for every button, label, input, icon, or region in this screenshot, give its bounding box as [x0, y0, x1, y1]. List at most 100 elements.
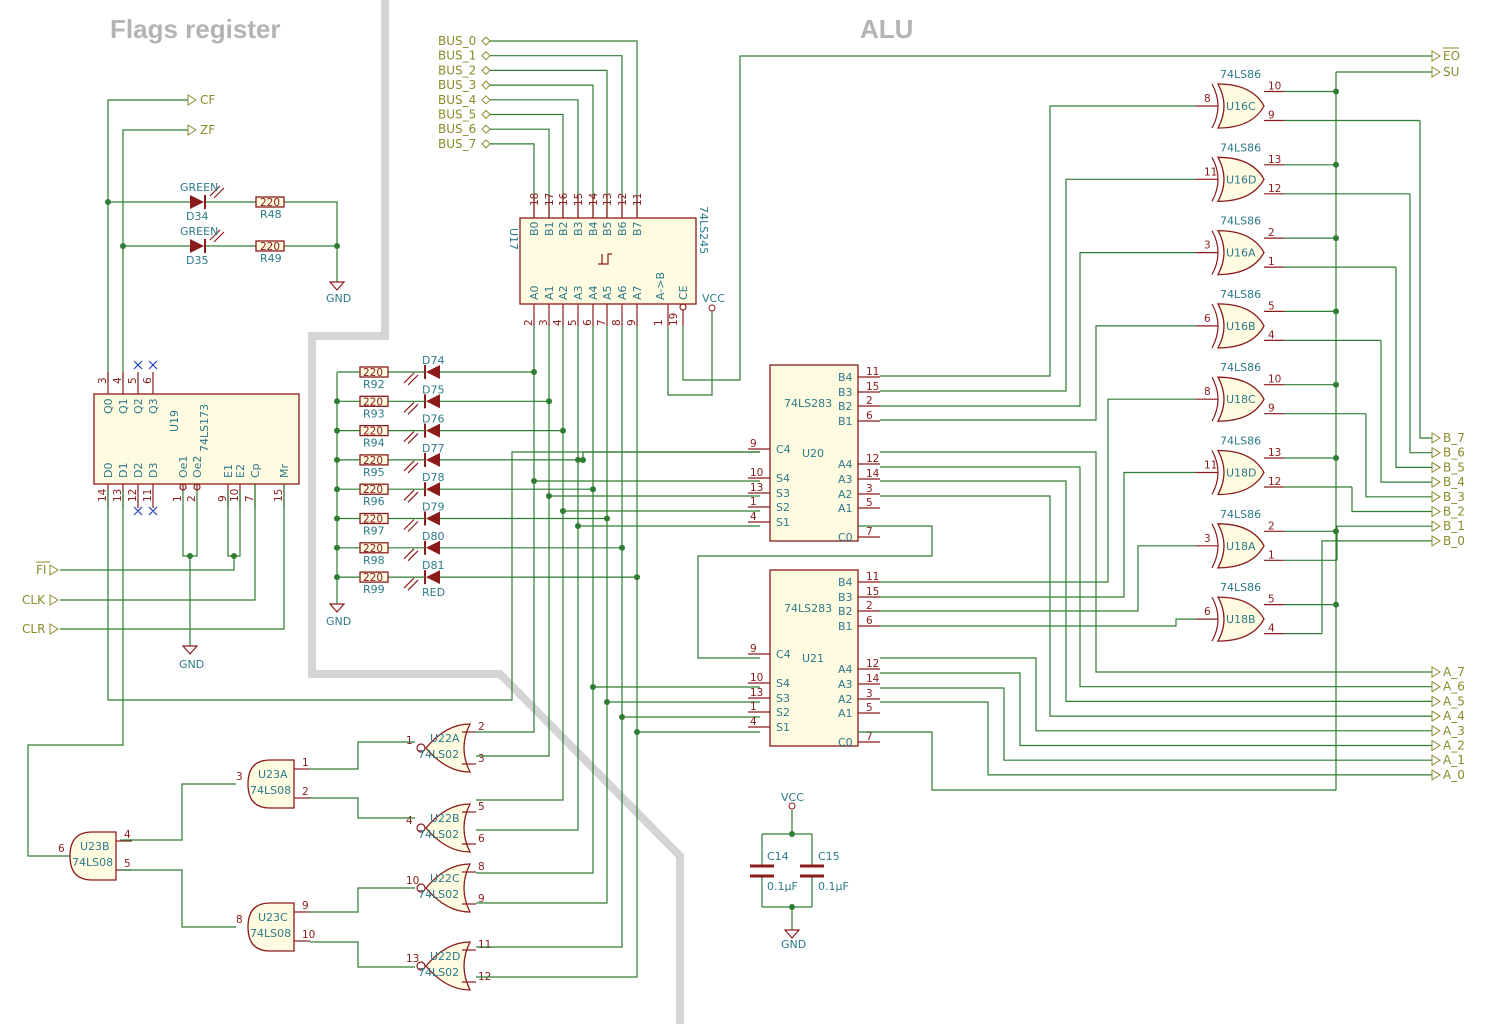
- u17-pin-name: B5: [601, 221, 614, 236]
- svg-text:D79: D79: [422, 501, 444, 514]
- svg-text:1: 1: [1268, 256, 1275, 268]
- svg-text:9: 9: [750, 438, 757, 450]
- svg-text:U23C: U23C: [258, 911, 288, 924]
- svg-text:U22C: U22C: [430, 872, 460, 885]
- svg-text:A3: A3: [838, 678, 853, 691]
- svg-text:6: 6: [58, 843, 65, 855]
- svg-text:S2: S2: [776, 501, 790, 514]
- svg-text:11: 11: [1204, 460, 1217, 472]
- svg-text:12: 12: [866, 453, 879, 465]
- u17-pin-num: 5: [567, 319, 579, 326]
- u17-pin-name: A1: [543, 285, 556, 300]
- led-bus-5: D79: [403, 501, 444, 532]
- section-title-alu: ALU: [860, 14, 913, 44]
- svg-text:R48: R48: [260, 208, 282, 221]
- u17-pin-name: A3: [572, 285, 585, 300]
- svg-text:3: 3: [478, 753, 485, 765]
- u19-pin-name: D0: [102, 463, 115, 478]
- svg-text:74LS283: 74LS283: [784, 397, 832, 410]
- svg-text:B4: B4: [838, 371, 853, 384]
- chip-u17: 18B02A017B13A116B24A215B35A314B46A413B57…: [507, 192, 710, 326]
- u17-pin-name: B7: [631, 221, 644, 236]
- zf-port-icon: [187, 124, 197, 136]
- svg-text:9: 9: [1268, 110, 1275, 122]
- u19-pin-num: 3: [97, 377, 109, 384]
- svg-text:4: 4: [750, 511, 757, 523]
- u19-pin-num: 15: [273, 489, 285, 502]
- svg-text:D76: D76: [422, 413, 444, 426]
- svg-text:74LS86: 74LS86: [1220, 288, 1261, 301]
- svg-text:12: 12: [1268, 183, 1281, 195]
- svg-text:0.1µF: 0.1µF: [767, 880, 798, 893]
- svg-text:5: 5: [866, 497, 873, 509]
- svg-text:U18B: U18B: [1226, 613, 1256, 626]
- resistor-r48: 220 R48: [255, 196, 285, 221]
- svg-text:74LS86: 74LS86: [1220, 508, 1261, 521]
- svg-text:GREEN: GREEN: [180, 181, 218, 194]
- svg-text:5: 5: [1268, 594, 1275, 606]
- svg-text:C4: C4: [776, 648, 791, 661]
- svg-text:B3: B3: [838, 591, 853, 604]
- u19-pin-name: D1: [117, 463, 130, 478]
- svg-text:220: 220: [363, 572, 383, 584]
- svg-text:8: 8: [236, 914, 243, 926]
- u17-pin-num: 12: [617, 193, 629, 206]
- svg-text:3: 3: [236, 771, 243, 783]
- u17-pin-num: 14: [588, 192, 600, 206]
- svg-text:S3: S3: [776, 487, 790, 500]
- u19-pin-num: 11: [142, 489, 154, 502]
- svg-text:GND: GND: [326, 292, 351, 305]
- svg-text:220: 220: [363, 396, 383, 408]
- u17-pin-name: A6: [616, 285, 629, 300]
- svg-text:R98: R98: [363, 554, 385, 567]
- svg-text:2: 2: [866, 600, 873, 612]
- svg-text:B1: B1: [838, 620, 853, 633]
- svg-text:11: 11: [478, 939, 491, 951]
- svg-text:D78: D78: [422, 471, 444, 484]
- u17-pin-num: 13: [602, 193, 614, 206]
- u19-pin-name: Mr: [278, 464, 291, 478]
- svg-text:8: 8: [1204, 93, 1211, 105]
- svg-text:74LS08: 74LS08: [250, 927, 291, 940]
- svg-text:U17: U17: [507, 228, 520, 250]
- svg-text:220: 220: [363, 426, 383, 438]
- svg-text:9: 9: [302, 900, 309, 912]
- svg-text:74LS173: 74LS173: [198, 404, 211, 452]
- svg-text:3: 3: [1204, 240, 1211, 252]
- svg-text:R99: R99: [363, 583, 385, 596]
- u19-pin-num: 12: [127, 489, 139, 502]
- svg-text:0.1µF: 0.1µF: [818, 880, 849, 893]
- net-a-4: A_3: [1443, 724, 1465, 738]
- svg-text:D35: D35: [186, 254, 208, 267]
- svg-text:3: 3: [866, 688, 873, 700]
- u19-pin-num: 13: [112, 489, 124, 502]
- svg-text:B1: B1: [838, 415, 853, 428]
- net-bus-7: BUS_7: [438, 137, 476, 151]
- u19-pin-name: Cp: [249, 463, 262, 478]
- u17-pin-name: B1: [543, 221, 556, 236]
- svg-text:13: 13: [406, 953, 419, 965]
- u17-pin-name: A0: [528, 285, 541, 300]
- net-bus-0: BUS_0: [438, 34, 476, 48]
- svg-text:A4: A4: [838, 663, 853, 676]
- svg-text:B2: B2: [838, 400, 853, 413]
- svg-text:19: 19: [668, 313, 680, 326]
- u17-pin-num: 3: [538, 319, 550, 326]
- net-clk: CLK: [22, 593, 46, 607]
- svg-text:220: 220: [363, 514, 383, 526]
- svg-text:A4: A4: [838, 458, 853, 471]
- u17-pin-num: 6: [582, 319, 594, 326]
- svg-text:GND: GND: [781, 938, 806, 951]
- net-b-5: B_2: [1443, 505, 1465, 519]
- u19-pin-num: 6: [142, 377, 154, 384]
- svg-text:3: 3: [866, 483, 873, 495]
- svg-text:74LS86: 74LS86: [1220, 435, 1261, 448]
